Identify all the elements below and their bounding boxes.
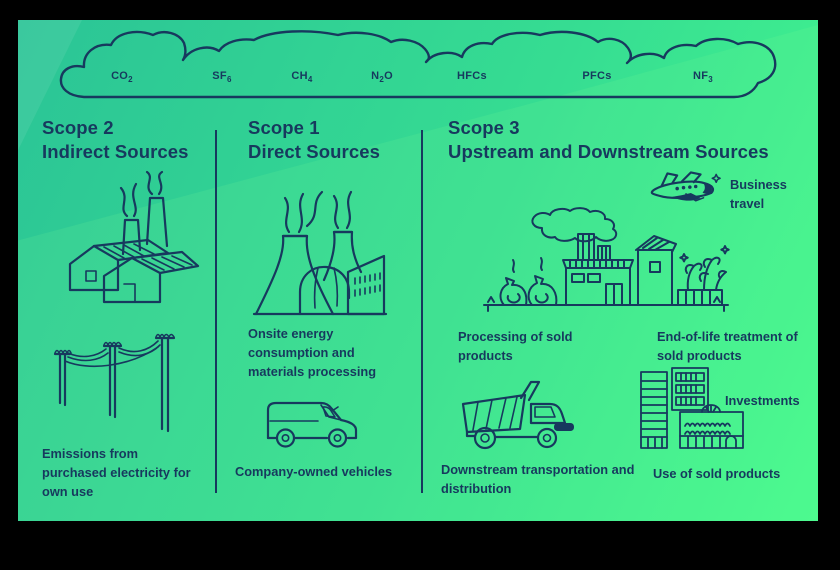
scope1-heading: Scope 1 Direct Sources [248,116,443,164]
emissions-scopes-poster: CO2 SF6 CH4 N2O HFCs PFCs NF3 Scope 2 Indirect… [18,20,818,521]
gas-label: NF3 [692,70,713,85]
dump-truck-icon [461,380,574,450]
airplane-icon [650,171,721,202]
column-divider [215,130,217,493]
gas-label: HFCs [457,70,487,82]
downstream-caption: Downstream transportation and distributi… [441,462,635,496]
processing-caption: Processing of sold products [458,329,573,363]
business-travel-caption: Business travel [730,177,787,211]
scope3-heading: Scope 3 Upstream and Downstream Sources [448,116,813,164]
scope3-title: Scope 3 [448,117,520,138]
use-of-sold-products-caption: Use of sold products [653,466,781,481]
cloud-outline-icon [59,30,777,99]
gas-label: SF6 [212,70,232,85]
buildings-icon [640,367,744,449]
column-divider [421,130,423,493]
scope2-heading: Scope 2 Indirect Sources [42,116,237,164]
gas-label: PFCs [582,70,612,82]
scope2-subtitle: Indirect Sources [42,141,189,163]
gas-label: CO2 [111,70,133,85]
gas-label: CH4 [291,70,313,85]
factory-scene-icon [483,207,730,312]
scope3-subtitle: Upstream and Downstream Sources [448,141,769,163]
scope1-title: Scope 1 [248,117,320,138]
onsite-caption: Onsite energy consumption and materials … [248,326,377,379]
vehicles-caption: Company-owned vehicles [235,464,393,479]
electricity-caption: Emissions from purchased electricity for… [42,446,191,499]
end-of-life-caption: End-of-life treatment of sold products [657,329,798,363]
gas-label: N2O [371,70,393,85]
power-lines-icon [53,333,176,433]
investments-caption: Investments [725,393,800,408]
factory-icon [68,170,200,304]
scope2-title: Scope 2 [42,117,114,138]
van-icon [266,401,358,448]
power-plant-icon [252,190,388,316]
scope1-subtitle: Direct Sources [248,141,380,163]
